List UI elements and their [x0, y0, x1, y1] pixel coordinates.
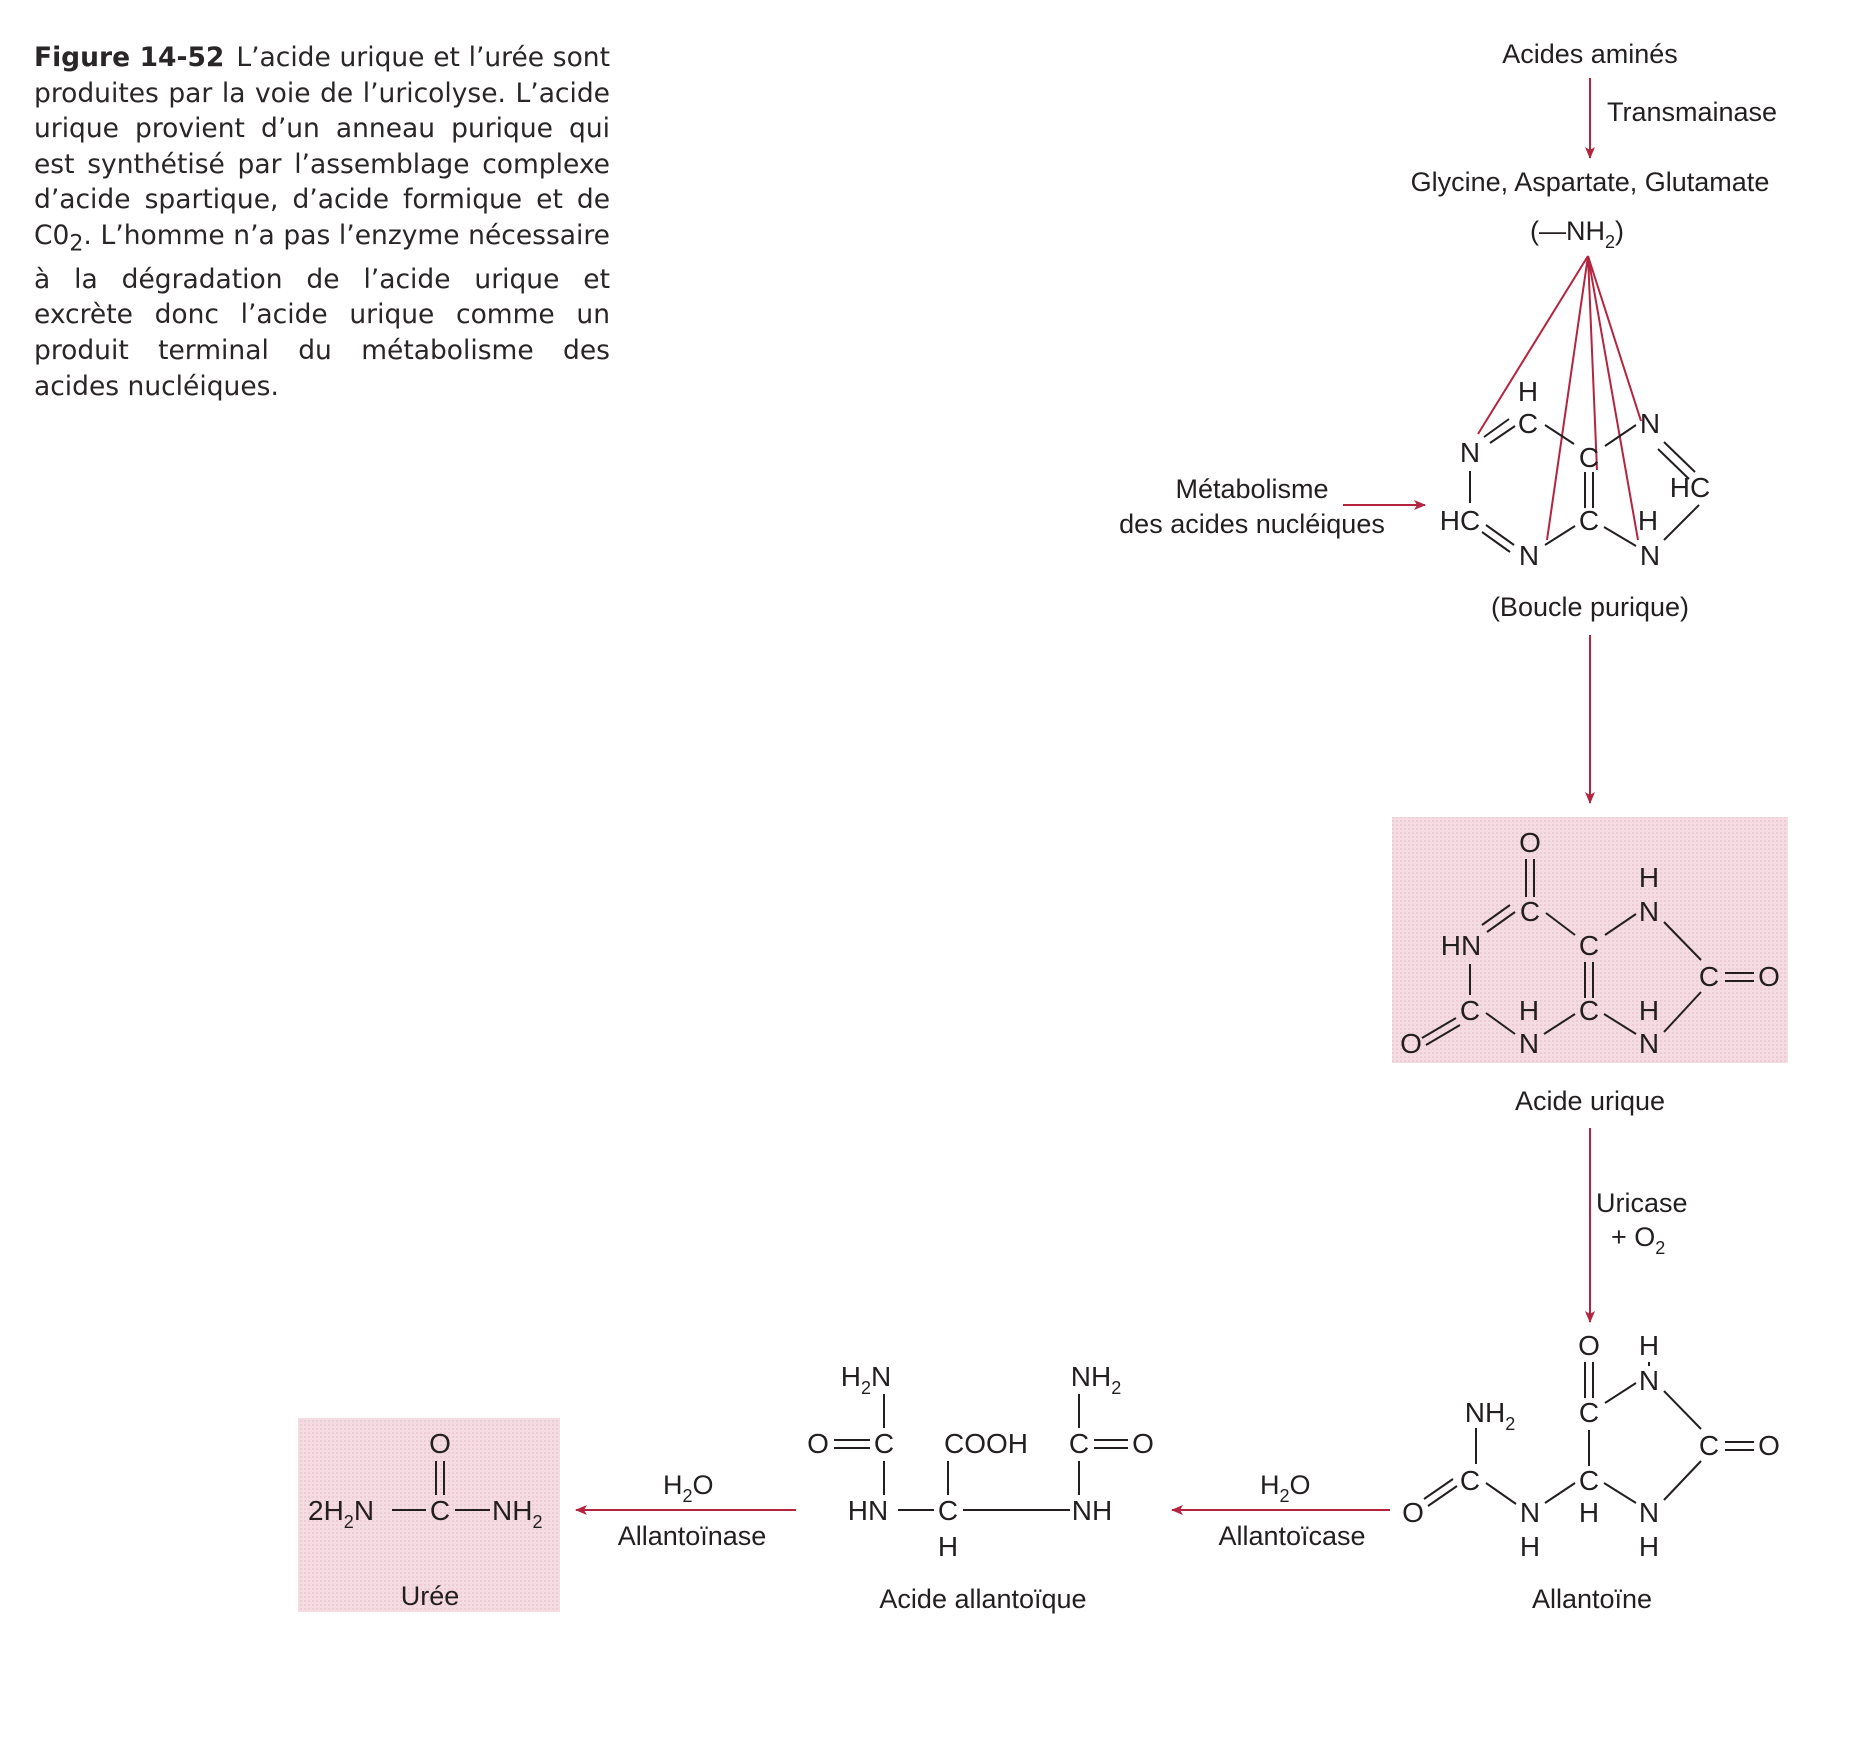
svg-text:H: H: [1519, 995, 1539, 1026]
svg-text:N: N: [1639, 896, 1659, 927]
purine-ring-structure: H C N N C HC HC C H N N: [1440, 376, 1710, 571]
svg-text:H: H: [1639, 1330, 1659, 1361]
svg-text:N: N: [1640, 408, 1660, 439]
metabolisme-label-line2: des acides nucléiques: [1119, 509, 1385, 539]
svg-text:N: N: [1639, 1028, 1659, 1059]
svg-text:H: H: [1639, 995, 1659, 1026]
svg-text:N: N: [1639, 1497, 1659, 1528]
svg-text:N: N: [1640, 540, 1660, 571]
amine-group-label: (—NH2): [1530, 216, 1624, 252]
urea-structure: O 2H2N C NH2: [308, 1428, 542, 1532]
allantoin-structure: O H N NH2 C C O C C O N H N H H: [1402, 1330, 1780, 1562]
svg-text:HN: HN: [848, 1495, 888, 1526]
acide-allantoique-label: Acide allantoïque: [879, 1584, 1086, 1614]
nitrogen-source-lines: [1477, 255, 1642, 541]
svg-text:O: O: [807, 1428, 829, 1459]
svg-text:O: O: [1132, 1428, 1154, 1459]
svg-text:H: H: [938, 1531, 958, 1562]
svg-text:NH2: NH2: [1071, 1361, 1121, 1398]
uree-highlight: [298, 1418, 560, 1612]
svg-text:C: C: [1518, 408, 1538, 439]
caption-subscript: 2: [69, 231, 84, 257]
svg-text:C: C: [1579, 505, 1599, 536]
svg-text:NH2: NH2: [1465, 1397, 1515, 1434]
svg-text:C: C: [430, 1495, 450, 1526]
svg-text:C: C: [938, 1495, 958, 1526]
svg-text:H: H: [1518, 376, 1538, 407]
allantoinase-water: H2O: [663, 1470, 714, 1506]
svg-text:O: O: [1758, 1430, 1780, 1461]
uric-acid-structure: O H C N HN C C O C H C H O N N: [1400, 827, 1780, 1059]
allantoinase-label: Allantoïnase: [618, 1521, 767, 1551]
svg-text:O: O: [1758, 961, 1780, 992]
svg-text:HC: HC: [1670, 472, 1710, 503]
svg-text:O: O: [429, 1428, 451, 1459]
svg-text:NH: NH: [1072, 1495, 1112, 1526]
acides-amines-label: Acides aminés: [1502, 39, 1678, 69]
svg-text:H: H: [1639, 862, 1659, 893]
svg-text:C: C: [1069, 1428, 1089, 1459]
allantoine-label: Allantoïne: [1532, 1584, 1652, 1614]
svg-text:N: N: [1519, 1028, 1539, 1059]
caption-text-end: . L’homme n’a pas l’enzyme nécessaire à …: [34, 219, 610, 402]
svg-text:NH2: NH2: [492, 1495, 542, 1532]
svg-text:O: O: [1400, 1028, 1422, 1059]
caption-text: L’acide urique et l’urée sont produites …: [34, 42, 610, 251]
svg-text:C: C: [1460, 995, 1480, 1026]
allantoic-acid-structure: H2N NH2 O C COOH C O HN C NH H: [807, 1361, 1154, 1562]
svg-text:H: H: [1520, 1531, 1540, 1562]
svg-text:C: C: [1579, 995, 1599, 1026]
svg-text:H: H: [1579, 1497, 1599, 1528]
amino-sources-label: Glycine, Aspartate, Glutamate: [1411, 167, 1770, 197]
svg-text:2H2N: 2H2N: [308, 1495, 374, 1532]
svg-text:C: C: [1579, 1397, 1599, 1428]
svg-text:HN: HN: [1441, 930, 1481, 961]
svg-text:C: C: [1579, 930, 1599, 961]
boucle-purique-label: (Boucle purique): [1491, 592, 1689, 622]
svg-text:O: O: [1578, 1330, 1600, 1361]
svg-text:O: O: [1402, 1497, 1424, 1528]
acide-urique-label: Acide urique: [1515, 1086, 1665, 1116]
svg-text:C: C: [1460, 1465, 1480, 1496]
svg-text:C: C: [1699, 1430, 1719, 1461]
allantoicase-label: Allantoïcase: [1218, 1521, 1365, 1551]
uricase-label: Uricase: [1596, 1188, 1688, 1218]
svg-text:N: N: [1639, 1365, 1659, 1396]
svg-text:N: N: [1519, 540, 1539, 571]
svg-text:COOH: COOH: [944, 1428, 1028, 1459]
svg-text:N: N: [1460, 437, 1480, 468]
svg-text:C: C: [1579, 442, 1599, 473]
svg-text:HC: HC: [1440, 505, 1480, 536]
svg-text:N: N: [1520, 1497, 1540, 1528]
transaminase-label: Transmainase: [1607, 97, 1777, 127]
figure-label: Figure 14-52: [34, 42, 225, 73]
svg-text:H: H: [1638, 505, 1658, 536]
acide-urique-highlight: [1392, 817, 1788, 1063]
plus-o2-label: + O2: [1611, 1222, 1665, 1258]
metabolisme-label-line1: Métabolisme: [1175, 474, 1328, 504]
uree-label: Urée: [401, 1581, 460, 1611]
svg-text:C: C: [874, 1428, 894, 1459]
svg-text:H2N: H2N: [841, 1361, 891, 1398]
svg-text:O: O: [1519, 827, 1541, 858]
svg-text:H: H: [1639, 1531, 1659, 1562]
svg-text:C: C: [1520, 896, 1540, 927]
svg-text:C: C: [1699, 961, 1719, 992]
allantoicase-water: H2O: [1260, 1470, 1311, 1506]
svg-text:C: C: [1579, 1465, 1599, 1496]
